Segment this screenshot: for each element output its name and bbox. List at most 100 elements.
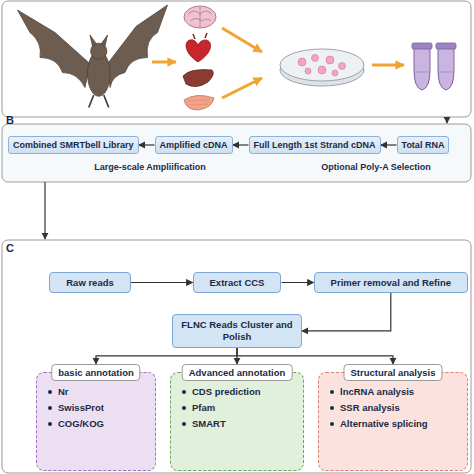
annotation-group: Structural analysis lncRNA analysisSSR an…	[318, 364, 468, 471]
item-text: Nr	[58, 386, 69, 397]
list-item: lncRNA analysis	[330, 386, 468, 397]
flow-arrow	[302, 293, 391, 331]
list-item: SSR analysis	[330, 402, 468, 413]
flow-arrow	[96, 348, 237, 364]
organ-icons	[184, 95, 214, 110]
list-item: SMART	[182, 418, 304, 429]
bullet-dot	[48, 422, 52, 426]
culture-dish	[280, 49, 364, 81]
process-arrow	[152, 61, 176, 64]
box-label: Amplified cDNA	[160, 140, 228, 150]
culture-dish	[298, 55, 346, 77]
sample-tubes	[414, 48, 430, 90]
flow-arrow	[139, 144, 155, 145]
culture-dish	[332, 70, 338, 76]
list-item: Nr	[48, 386, 156, 397]
organ-icons	[188, 100, 210, 105]
process-box: Total RNA	[397, 136, 450, 154]
bullet-dot	[182, 422, 186, 426]
process-box: Raw reads	[49, 272, 131, 293]
item-text: SSR analysis	[340, 402, 400, 413]
bullet-dot	[182, 406, 186, 410]
panel-arrow	[44, 182, 45, 239]
panel-letter: B	[6, 114, 14, 126]
organ-icons	[183, 70, 213, 87]
sample-tubes	[438, 48, 454, 90]
box-label: FLNC Reads Cluster and Polish	[181, 319, 292, 342]
process-box: Amplified cDNA	[155, 136, 233, 154]
item-text: SMART	[192, 418, 226, 429]
culture-dish	[305, 68, 311, 74]
flow-arrow	[281, 282, 313, 283]
process-arrow	[372, 64, 404, 67]
item-text: Alternative splicing	[340, 418, 428, 429]
bat-figure	[108, 5, 168, 88]
organ-icons	[184, 6, 216, 28]
panel-frame	[2, 240, 471, 473]
process-arrow	[222, 28, 262, 52]
box-label: Total RNA	[402, 140, 445, 150]
group-heading: basic annotation	[51, 364, 140, 381]
item-text: lncRNA analysis	[340, 386, 414, 397]
list-item: Alternative splicing	[330, 418, 468, 429]
flow-arrow	[237, 348, 393, 364]
item-text: Pfam	[192, 402, 215, 413]
sample-tubes	[412, 43, 456, 90]
step-note: Optional Poly-A Selection	[321, 162, 431, 172]
bat-figure	[90, 35, 108, 46]
process-box: FLNC Reads Cluster and Polish	[172, 314, 302, 348]
bullet-dot	[48, 390, 52, 394]
culture-dish	[339, 63, 346, 70]
bullet-dot	[330, 422, 334, 426]
culture-dish	[326, 56, 334, 64]
sample-tubes	[412, 43, 432, 49]
box-label: Raw reads	[66, 277, 114, 288]
bat-figure	[18, 5, 168, 108]
sample-tubes	[436, 43, 456, 49]
process-arrow	[222, 78, 262, 98]
process-box: Full Length 1st Strand cDNA	[249, 136, 381, 154]
annotation-group: Advanced annotationCDS predictionPfamSMA…	[170, 364, 304, 471]
list-item: COG/KOG	[48, 418, 156, 429]
flow-arrow	[233, 144, 249, 145]
panel-frame	[2, 1, 471, 117]
list-item: CDS prediction	[182, 386, 304, 397]
bullet-dot	[330, 390, 334, 394]
process-box: Extract CCS	[193, 272, 282, 293]
panel-frame	[2, 124, 471, 182]
panel-letter: C	[6, 242, 14, 254]
sample-tubes	[415, 72, 453, 73]
box-label: Primer removal and Refine	[331, 277, 451, 288]
box-label: Extract CCS	[210, 277, 265, 288]
panel-arrow	[446, 117, 447, 123]
item-text: COG/KOG	[58, 418, 104, 429]
list-item: Pfam	[182, 402, 304, 413]
list-item: SwissProt	[48, 402, 156, 413]
organ-icons	[188, 7, 212, 27]
bat-figure	[89, 95, 109, 108]
group-heading: Advanced annotation	[182, 364, 293, 381]
bullet-dot	[330, 406, 334, 410]
organ-icons	[186, 40, 211, 62]
bat-figure	[18, 10, 91, 88]
organ-icons	[193, 33, 207, 39]
process-box: Combined SMRTbell Library	[8, 136, 139, 154]
flow-arrow	[381, 144, 397, 145]
culture-dish	[298, 58, 306, 66]
culture-dish	[280, 49, 364, 86]
culture-dish	[318, 66, 326, 74]
step-note: Large-scale Ampliification	[94, 162, 206, 172]
bullet-dot	[182, 390, 186, 394]
group-heading: Structural analysis	[343, 364, 442, 381]
culture-dish	[312, 55, 319, 62]
bullet-dot	[48, 406, 52, 410]
process-box: Primer removal and Refine	[314, 272, 468, 293]
annotation-group: basic annotationNrSwissProtCOG/KOG	[36, 364, 156, 471]
organ-icons	[183, 6, 216, 110]
item-text: SwissProt	[58, 402, 104, 413]
box-label: Full Length 1st Strand cDNA	[254, 140, 376, 150]
flow-arrow	[131, 282, 193, 283]
box-label: Combined SMRTbell Library	[13, 140, 134, 150]
item-text: CDS prediction	[192, 386, 261, 397]
